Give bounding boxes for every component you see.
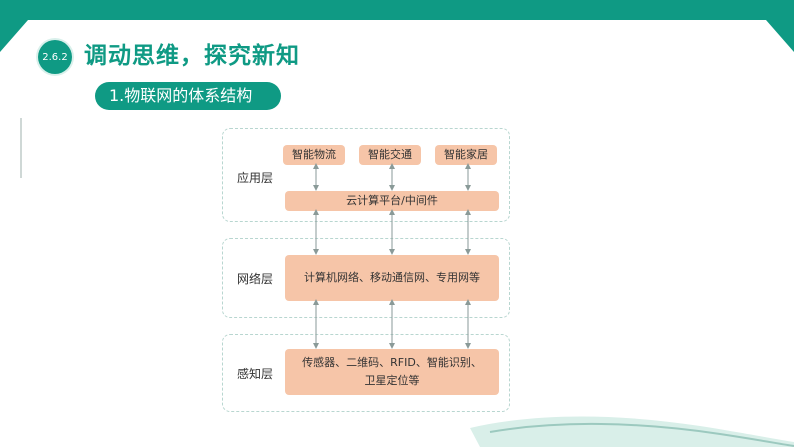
app-node-traffic: 智能交通 — [359, 145, 421, 165]
left-divider — [20, 118, 22, 178]
application-layer-label: 应用层 — [237, 171, 274, 185]
network-layer-label: 网络层 — [237, 272, 274, 286]
right-corner-decoration — [766, 20, 794, 52]
bottom-swoosh-decoration — [470, 416, 794, 447]
top-banner — [0, 0, 794, 20]
page-title: 调动思维，探究新知 — [84, 43, 300, 69]
perception-layer-label: 感知层 — [237, 367, 274, 381]
network-node: 计算机网络、移动通信网、专用网等 — [285, 255, 499, 301]
perception-layer: 感知层 传感器、二维码、RFID、智能识别、 卫星定位等 — [222, 334, 510, 412]
left-corner-decoration — [0, 20, 28, 52]
perception-node-line1: 传感器、二维码、RFID、智能识别、 — [302, 356, 482, 369]
platform-node: 云计算平台/中间件 — [285, 191, 499, 211]
network-layer: 网络层 计算机网络、移动通信网、专用网等 — [222, 238, 510, 318]
app-node-home: 智能家居 — [435, 145, 497, 165]
subtitle-pill: 1.物联网的体系结构 — [95, 82, 281, 110]
section-number-badge: 2.6.2 — [38, 40, 72, 74]
app-node-logistics: 智能物流 — [283, 145, 345, 165]
application-layer: 应用层 智能物流 智能交通 智能家居 云计算平台/中间件 — [222, 128, 510, 222]
perception-node: 传感器、二维码、RFID、智能识别、 卫星定位等 — [285, 349, 499, 395]
perception-node-line2: 卫星定位等 — [364, 374, 420, 387]
